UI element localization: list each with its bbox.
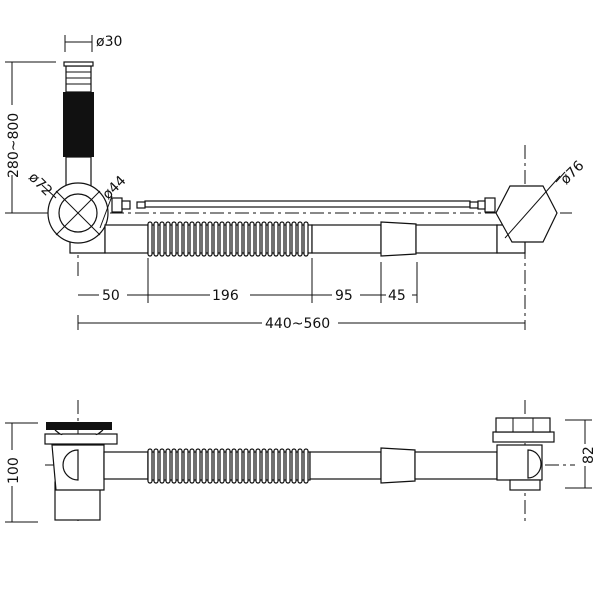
pipe-rib (171, 221, 177, 257)
dim-45-label: 45 (388, 288, 406, 304)
pipe-rib (183, 448, 189, 484)
waste-outlet (495, 171, 566, 243)
pipe-rib (219, 448, 225, 484)
pipe-rib (237, 221, 243, 257)
pipe-rib (165, 448, 171, 484)
pipe-rib (219, 221, 225, 257)
pipe-rib (213, 221, 219, 257)
black-corrugated-hose (63, 92, 94, 157)
pipe-rib (201, 448, 207, 484)
standpipe-diameter-label: ø30 (96, 34, 122, 50)
side-view: 100 82 (4, 400, 597, 525)
pipe-coupling (380, 221, 417, 257)
right-height-label: 82 (581, 446, 597, 464)
pipe-rib (297, 221, 303, 257)
overflow-elbow (41, 182, 113, 254)
pipe-rib (225, 221, 231, 257)
plug-cap (46, 422, 112, 430)
pipe-rib (273, 221, 279, 257)
pipe-rib (147, 448, 153, 484)
pipe-rib (249, 448, 255, 484)
pipe-rib (273, 448, 279, 484)
left-height-label: 100 (6, 457, 22, 484)
pipe-rib (165, 221, 171, 257)
pipe-rib (285, 221, 291, 257)
pipe-rib (285, 448, 291, 484)
pipe-rib (159, 448, 165, 484)
waste-pipe (104, 221, 526, 257)
control-rod (111, 197, 496, 213)
pipe-rib (279, 221, 285, 257)
pipe-rib (303, 448, 309, 484)
pipe-rib (261, 221, 267, 257)
corrugated-pipe (147, 448, 311, 484)
pipe-coupling (380, 447, 416, 484)
pipe-rib (243, 221, 249, 257)
dim-50-label: 50 (102, 288, 120, 304)
pipe-rib (291, 221, 297, 257)
pipe-rib (195, 448, 201, 484)
pipe-rib (291, 448, 297, 484)
top-view: ø30 280~800 ø72 ø44 ø76 50 196 95 45 (4, 34, 588, 332)
pipe-rib (225, 448, 231, 484)
pipe-rib (231, 448, 237, 484)
pipe-rib (177, 448, 183, 484)
pipe-rib (267, 221, 273, 257)
pipe-rib (213, 448, 219, 484)
pipe-rib (249, 221, 255, 257)
total-length-label: 440~560 (265, 316, 330, 332)
height-range-label: 280~800 (6, 113, 22, 178)
bath-waste-plug (44, 422, 118, 521)
pipe-rib (237, 448, 243, 484)
overflow-diameter-label: ø72 (25, 170, 55, 200)
waste-diameter-label: ø76 (558, 158, 588, 188)
pipe-rib (177, 221, 183, 257)
pipe-rib (297, 448, 303, 484)
pipe-rib (255, 221, 261, 257)
pipe-rib (189, 448, 195, 484)
pipe-rib (171, 448, 177, 484)
pipe-rib (243, 448, 249, 484)
dim-95-label: 95 (335, 288, 353, 304)
pipe-rib (261, 448, 267, 484)
pipe-rib (303, 221, 309, 257)
side-pipe (103, 447, 498, 484)
pipe-rib (207, 448, 213, 484)
standpipe (63, 61, 94, 194)
dim-196-label: 196 (212, 288, 239, 304)
pipe-rib (267, 448, 273, 484)
overflow-fitting (492, 417, 555, 491)
pipe-rib (195, 221, 201, 257)
pipe-rib (153, 448, 159, 484)
pipe-rib (201, 221, 207, 257)
pipe-rib (159, 221, 165, 257)
pipe-rib (147, 221, 153, 257)
pipe-rib (189, 221, 195, 257)
pipe-rib (207, 221, 213, 257)
pipe-rib (231, 221, 237, 257)
pipe-rib (279, 448, 285, 484)
pipe-rib (153, 221, 159, 257)
pipe-rib (183, 221, 189, 257)
dimensions-side: 100 82 (4, 419, 597, 523)
pipe-rib (255, 448, 261, 484)
corrugated-pipe (147, 221, 313, 257)
